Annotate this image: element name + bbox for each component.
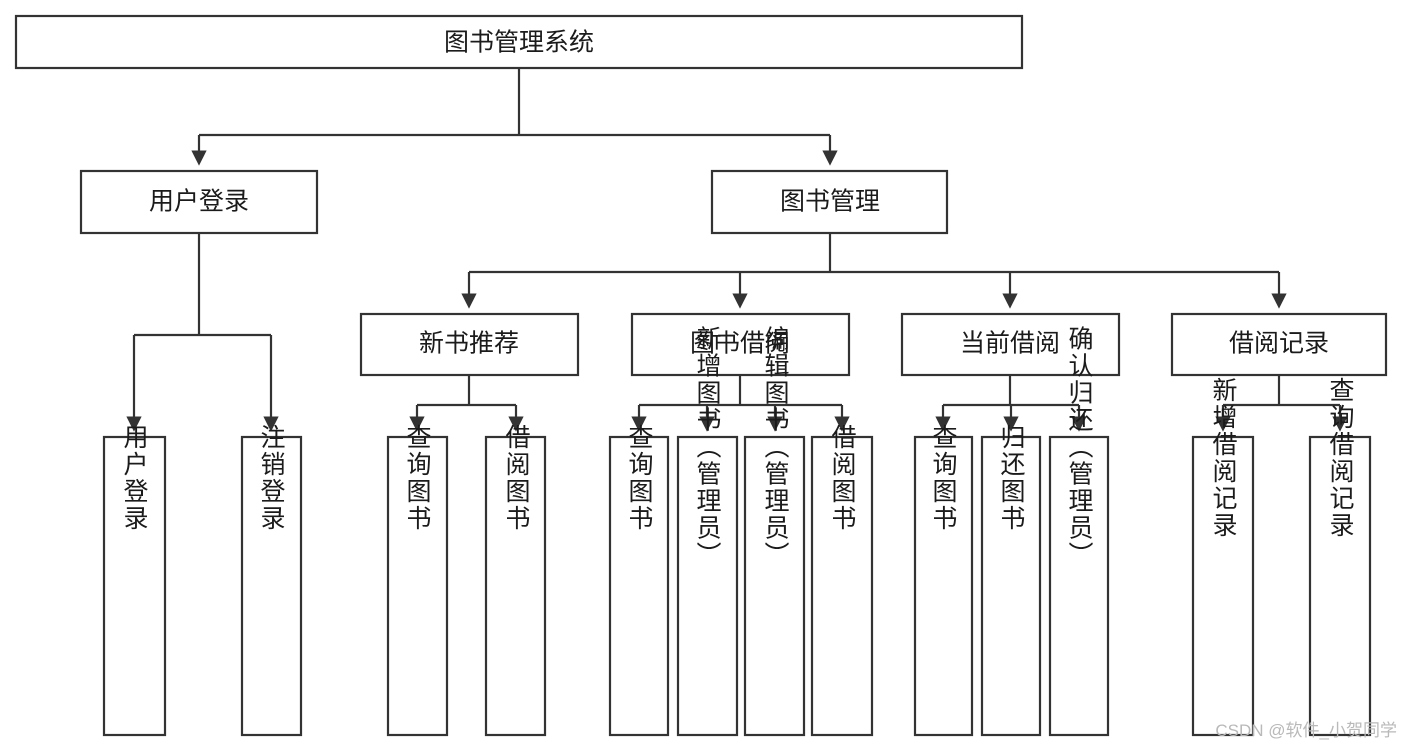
node-book-management[interactable]: 图书管理 bbox=[710, 169, 949, 235]
node-new-book-recommend[interactable]: 新书推荐 bbox=[359, 312, 580, 377]
connector-records-to-leaves bbox=[1215, 375, 1348, 432]
connector-root-to-level2 bbox=[191, 68, 838, 166]
leaf-borrow-books-recommend[interactable]: 借阅图书 bbox=[484, 424, 547, 737]
leaf-return-books-label: 归还图书 bbox=[997, 424, 1026, 532]
node-root[interactable]: 图书管理系统 bbox=[14, 14, 1024, 70]
leaf-logout[interactable]: 注销登录 bbox=[240, 424, 303, 737]
leaf-query-books-borrow-label: 查询图书 bbox=[625, 424, 654, 532]
leaf-add-borrow-record[interactable]: 新增借阅记录 bbox=[1191, 377, 1255, 737]
node-user-login[interactable]: 用户登录 bbox=[79, 169, 319, 235]
leaf-confirm-return-admin[interactable]: 确认归还（管理员） bbox=[1048, 326, 1110, 737]
connector-current-borrow-to-leaves bbox=[935, 375, 1087, 432]
leaf-user-login[interactable]: 用户登录 bbox=[102, 424, 167, 737]
connector-borrow-to-leaves bbox=[631, 375, 850, 432]
leaf-borrow-books-borrow[interactable]: 借阅图书 bbox=[810, 424, 874, 737]
leaf-logout-label: 注销登录 bbox=[257, 424, 286, 532]
node-book-borrow[interactable]: 图书借阅 bbox=[630, 312, 851, 377]
leaf-query-books-current[interactable]: 查询图书 bbox=[913, 424, 974, 737]
leaf-query-borrow-record[interactable]: 查询借阅记录 bbox=[1308, 377, 1372, 737]
leaf-borrow-books-recommend-label: 借阅图书 bbox=[502, 424, 531, 532]
leaf-return-books[interactable]: 归还图书 bbox=[980, 424, 1042, 737]
leaf-borrow-books-borrow-label: 借阅图书 bbox=[828, 424, 857, 532]
leaf-query-books-recommend-label: 查询图书 bbox=[403, 424, 432, 532]
connector-book-mgmt-to-level3 bbox=[461, 233, 1287, 309]
leaf-query-books-recommend[interactable]: 查询图书 bbox=[386, 424, 449, 737]
leaf-add-borrow-record-label: 新增借阅记录 bbox=[1209, 377, 1238, 539]
node-borrow-records-label: 借阅记录 bbox=[1229, 330, 1329, 358]
csdn-watermark: CSDN @软件_小贺同学 bbox=[1215, 721, 1397, 740]
node-borrow-records[interactable]: 借阅记录 bbox=[1170, 312, 1388, 377]
leaf-add-book-admin[interactable]: 新增图书（管理员） bbox=[676, 326, 739, 737]
leaf-add-book-admin-label: 新增图书（管理员） bbox=[693, 326, 722, 569]
node-current-borrow-label: 当前借阅 bbox=[960, 330, 1060, 358]
leaf-edit-book-admin[interactable]: 编辑图书（管理员） bbox=[743, 326, 806, 737]
leaf-query-books-current-label: 查询图书 bbox=[929, 424, 958, 532]
leaf-query-borrow-record-label: 查询借阅记录 bbox=[1326, 377, 1355, 539]
node-new-book-recommend-label: 新书推荐 bbox=[419, 330, 519, 358]
leaf-confirm-return-admin-label: 确认归还（管理员） bbox=[1065, 326, 1094, 569]
node-user-login-label: 用户登录 bbox=[149, 188, 249, 216]
leaf-user-login-label: 用户登录 bbox=[120, 424, 149, 532]
node-book-management-label: 图书管理 bbox=[780, 188, 880, 216]
leaf-edit-book-admin-label: 编辑图书（管理员） bbox=[761, 326, 790, 569]
node-root-label: 图书管理系统 bbox=[444, 29, 594, 57]
connector-user-login-to-leaves bbox=[126, 233, 279, 432]
node-book-borrow-label: 图书借阅 bbox=[690, 330, 790, 358]
node-current-borrow[interactable]: 当前借阅 bbox=[900, 312, 1121, 377]
leaf-query-books-borrow[interactable]: 查询图书 bbox=[608, 424, 670, 737]
connector-new-book-to-leaves bbox=[409, 375, 524, 432]
